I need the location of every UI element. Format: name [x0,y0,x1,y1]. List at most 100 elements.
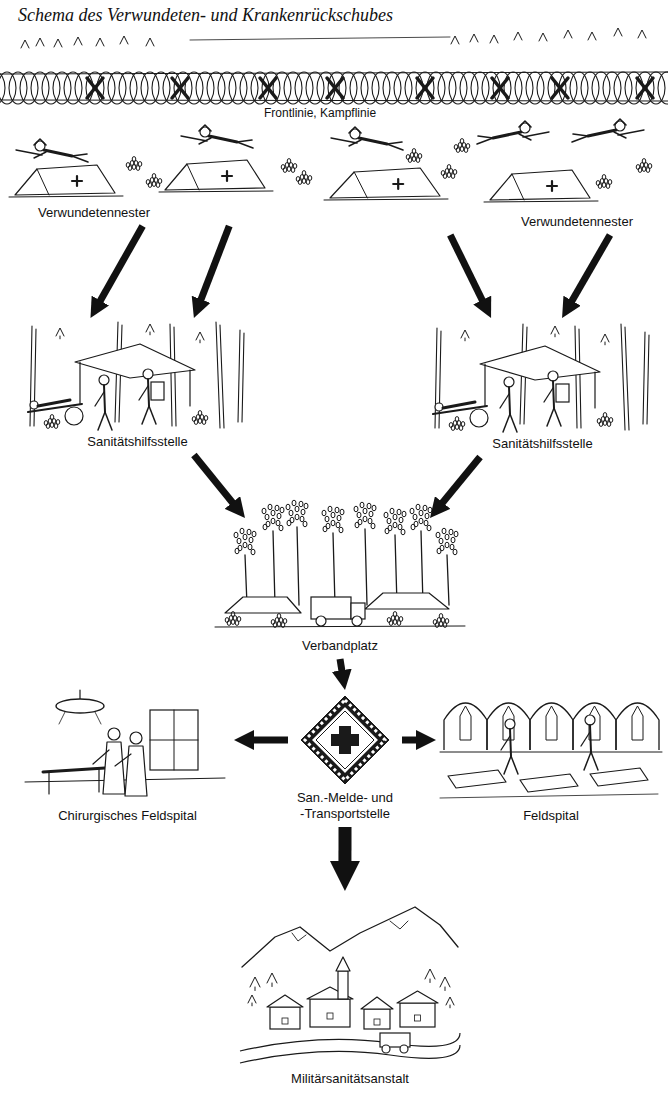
tree-leaf [449,529,453,535]
wire-coil [339,72,357,104]
mountain-tick [120,36,128,44]
person-head [505,719,515,729]
tarp-pole [594,372,595,408]
bush-leaf [296,177,300,182]
tree-leaf [367,503,371,509]
tree-leaf [437,548,441,554]
bush-leaf [449,423,453,428]
bush-leaf [225,618,229,623]
wire-post [172,78,188,98]
aid-post-node: Sanitätshilfsstelle [420,322,665,452]
tree-trunk [297,527,299,605]
lamp-cord [79,690,80,699]
soldier-figure [16,139,88,162]
tree-leaf [243,542,247,548]
bush-leaf [642,159,646,164]
flow-arrow [100,226,143,301]
person-leg [105,412,112,430]
wire-coil [240,72,258,104]
soldier-body [44,150,72,156]
tree-leaf [363,508,367,514]
mountain-ridge [242,907,458,967]
station-caption: San.-Melde- und -Transportstelle [293,790,397,822]
wire-coil [361,72,379,104]
tree-trunk [447,555,449,605]
flow-arrow [340,659,342,671]
wire-post [327,78,343,98]
house-window [327,1013,333,1019]
tree-leaf [275,505,279,511]
conifer-trunk [605,342,606,345]
mountain-tick [564,30,572,38]
wire-coil [86,72,104,104]
tree-leaf [235,548,239,554]
wire-coil [119,72,137,104]
table-leg [48,772,49,794]
bush-leaf [412,149,416,154]
soldier-leg [573,134,588,136]
cross-symbol [331,734,359,746]
table-leg [98,769,99,792]
tree-leaf [445,534,449,540]
person-leg [149,406,156,424]
helmet [34,139,46,145]
wire-coil [306,72,324,104]
diamond-outline [293,694,397,786]
arch-window [503,706,514,740]
tree-trunk [273,531,275,605]
wire-coil [548,72,566,104]
operating-lamp [56,699,104,713]
tree-leaf [355,522,359,528]
tree-trunk [333,533,335,605]
wire-coil [372,72,390,104]
ground-line [484,201,598,202]
wire-coil [581,72,599,104]
tree-leaf [292,500,296,506]
tree-leaf [410,508,414,514]
wire-post [172,78,188,98]
tree-leaf [243,534,247,540]
tree-trunk [238,330,240,422]
tree-leaf [247,529,251,535]
bush-leaf [56,420,60,425]
tree-leaf [453,549,457,555]
person-body [148,379,149,406]
tree-leaf [393,514,397,520]
hospital-bed [448,770,506,788]
tree-leaf [323,526,327,532]
tree-leaf [262,508,266,514]
wounded-nest-caption: Verwundetennester [430,214,655,230]
aid-tent [324,168,448,200]
person-leg [98,412,105,430]
operating-room-sketch [25,690,225,796]
house-roof [267,995,303,1007]
bush-leaf [302,171,306,176]
surgeon-head [108,728,120,740]
wire-post [552,78,568,98]
window-bar [150,740,198,741]
wire-coil [592,72,610,104]
house-wall [270,1007,300,1029]
horizon-line [190,37,450,40]
bush-leaf [439,614,443,619]
tree-leaf [413,514,417,520]
wire-coil [9,72,27,104]
wounded-nest-caption: Verwundetennester [20,205,245,221]
wire-post [260,78,276,98]
tree-trunk [625,327,629,430]
ambulance-wheel [382,1045,390,1053]
backpack [151,382,164,400]
tree-leaf [445,542,449,548]
arch-window [546,706,557,740]
dressing-station-sketch [215,500,465,627]
wire-coil [207,72,225,104]
conifer-trunk [555,334,556,337]
tree-trunk [242,333,244,422]
wire-coil [493,72,511,104]
person-leg [503,414,510,432]
person-leg [511,756,518,774]
wire-coil [196,72,214,104]
tree-leaf [419,510,423,516]
soldier-figure [181,125,253,148]
